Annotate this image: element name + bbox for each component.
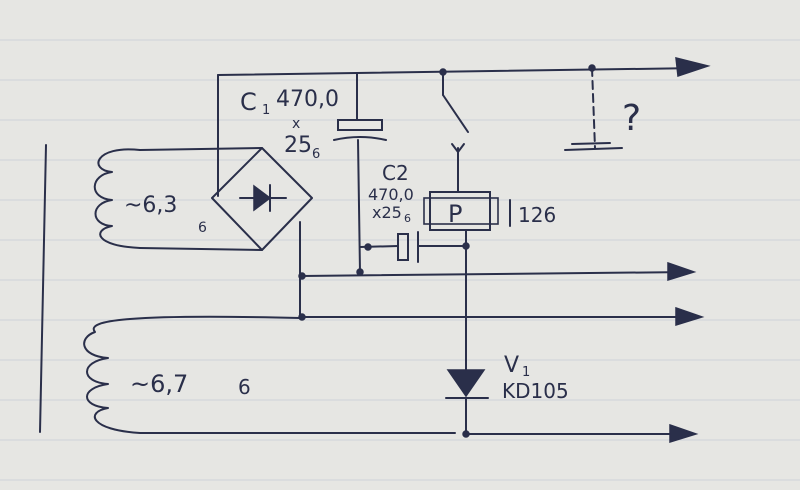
winding-1-unit-label: 6 xyxy=(198,220,207,236)
c2-voltage-label: x25 xyxy=(372,203,402,222)
relay-voltage-label: 126 xyxy=(518,203,556,227)
diode-name-label: V xyxy=(504,353,519,378)
positive-rail-arrow xyxy=(675,57,711,78)
winding-1-voltage-label: ~6,3 xyxy=(124,193,177,218)
c1-lead-bottom xyxy=(357,139,361,273)
relay-contact-arrow xyxy=(451,143,465,153)
c1-name-subscript: 1 xyxy=(262,103,270,118)
question-mark-label: ? xyxy=(622,98,641,139)
winding-1-lead-bottom xyxy=(139,247,263,251)
bottom-rail-arrow xyxy=(669,423,699,444)
question-branch-load-2 xyxy=(571,142,611,145)
winding-2-voltage-label: ~6,7 xyxy=(130,370,188,398)
diode-v1-body xyxy=(446,369,486,398)
c1-value-label: 470,0 xyxy=(276,87,339,112)
relay-coil-box xyxy=(429,191,491,231)
c2-voltage-unit-label: 6 xyxy=(404,212,411,225)
relay-coil-box-outer xyxy=(423,197,499,225)
diode-part-label: KD105 xyxy=(502,379,569,403)
negative-rail xyxy=(301,271,691,277)
c1-neg-junction xyxy=(356,268,364,276)
relay-contact-blade xyxy=(442,94,469,133)
middle-rail-arrow xyxy=(675,306,705,327)
winding-2-coil xyxy=(83,315,456,434)
c1-x-label: x xyxy=(292,116,300,132)
question-branch-load xyxy=(564,147,623,151)
relay-letter-label: P xyxy=(448,200,462,228)
c1-plate-negative xyxy=(333,136,387,141)
question-branch-lead xyxy=(591,67,596,149)
positive-rail xyxy=(217,67,701,76)
bridge-diode-symbol xyxy=(239,184,287,212)
c2-plate-positive xyxy=(397,233,409,261)
winding-1-lead-top xyxy=(139,147,263,151)
winding-1-coil xyxy=(93,148,141,249)
c2-value-label: 470,0 xyxy=(368,185,414,204)
diode-bridge xyxy=(211,147,313,251)
diode-name-subscript: 1 xyxy=(522,365,530,380)
transformer-core xyxy=(39,144,47,433)
c1-voltage-label: 25 xyxy=(284,133,312,158)
c1-name-label: C xyxy=(240,88,257,116)
c2-junction-right xyxy=(462,242,470,250)
c1-voltage-unit-label: 6 xyxy=(312,147,320,162)
c1-plate-positive xyxy=(337,119,383,131)
negative-rail-arrow xyxy=(667,261,697,282)
paper-grid xyxy=(0,39,800,481)
c2-lead-left xyxy=(359,245,399,248)
c2-name-label: C2 xyxy=(382,161,409,185)
winding-2-unit-label: 6 xyxy=(238,375,251,399)
